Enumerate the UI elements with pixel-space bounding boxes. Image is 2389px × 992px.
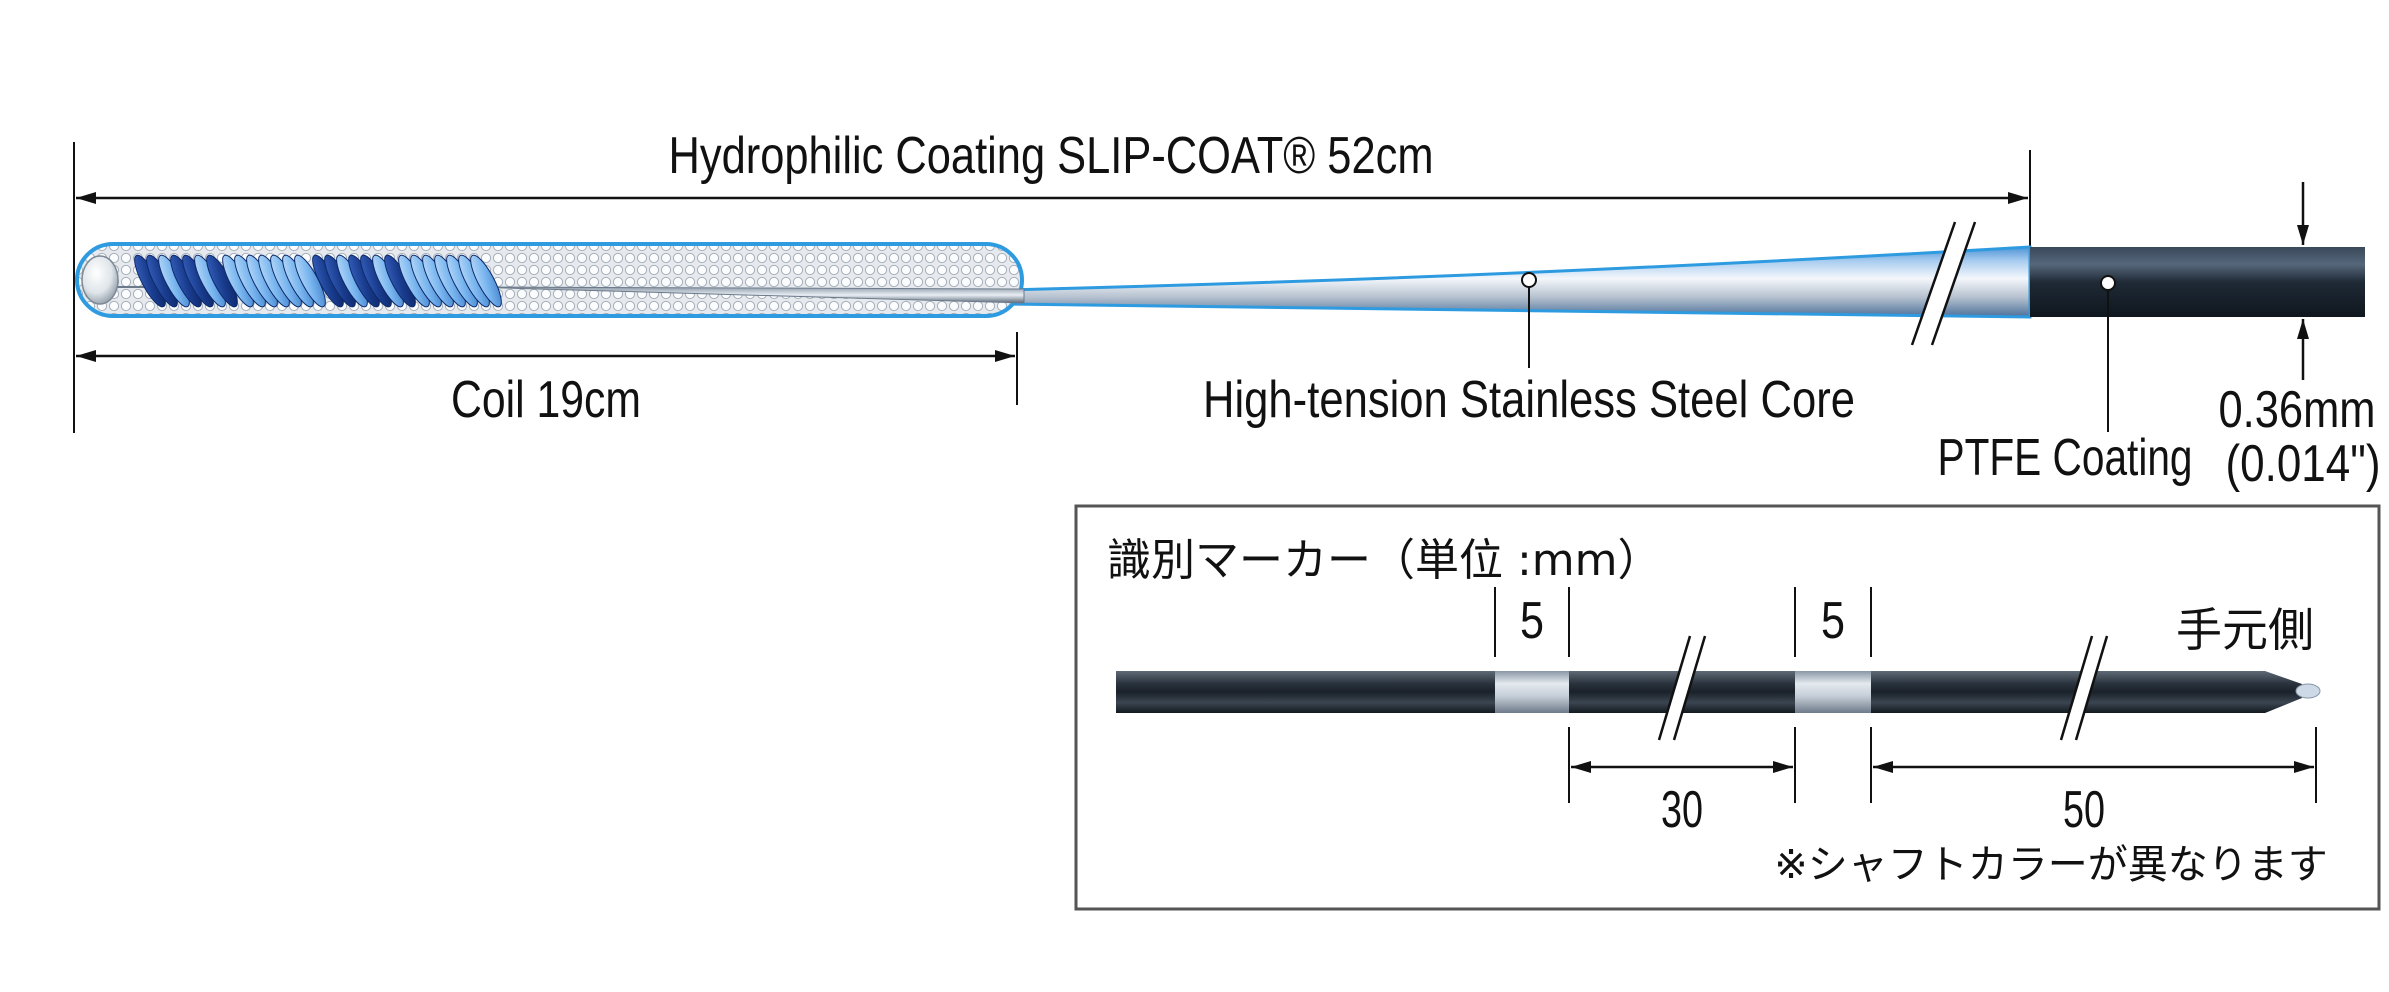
core-callout-point: [1521, 272, 1537, 288]
ptfe-label: PTFE Coating: [1938, 429, 2193, 487]
proximal-side-label: 手元側: [2176, 603, 2314, 657]
shaft-color-note: ※シャフトカラーが異なります: [1774, 842, 2328, 888]
marker-box: 識別マーカー（単位 :mm） 5 5 手元側 30: [1074, 504, 2381, 911]
proximal-end-taper: [2265, 671, 2302, 713]
marker-band-2: [1795, 671, 1871, 713]
ptfe-section: [2030, 247, 2365, 317]
core-taper-in-coil: [469, 286, 1025, 304]
spacing-1-label: 30: [1661, 781, 1703, 839]
distal-tip: [81, 255, 119, 305]
marker-band-1: [1495, 671, 1569, 713]
coil-length-label: Coil 19cm: [451, 371, 641, 429]
coil-winding: [470, 254, 502, 308]
proximal-end-tip: [2295, 683, 2321, 699]
marker-2-width-label: 5: [1821, 592, 1845, 650]
break-mark: [2059, 635, 2109, 741]
tapered-shaft: [1003, 245, 2032, 319]
guidewire-overview: Hydrophilic Coating SLIP-COAT® 52cm Coil…: [73, 127, 2381, 493]
diameter-inch-label: (0.014"): [2226, 435, 2381, 493]
coil-spring: [134, 254, 502, 308]
diameter-mm-label: 0.36mm: [2219, 381, 2376, 439]
core-label: High-tension Stainless Steel Core: [1203, 371, 1855, 429]
break-mark: [1657, 635, 1707, 741]
spacing-2-label: 50: [2063, 781, 2105, 839]
marker-1-width-label: 5: [1520, 592, 1544, 650]
hydrophilic-coating-label: Hydrophilic Coating SLIP-COAT® 52cm: [669, 127, 1434, 185]
marker-box-title: 識別マーカー（単位 :mm）: [1107, 535, 1662, 586]
ptfe-callout-point: [2100, 275, 2116, 291]
break-mark: [1910, 221, 1977, 346]
